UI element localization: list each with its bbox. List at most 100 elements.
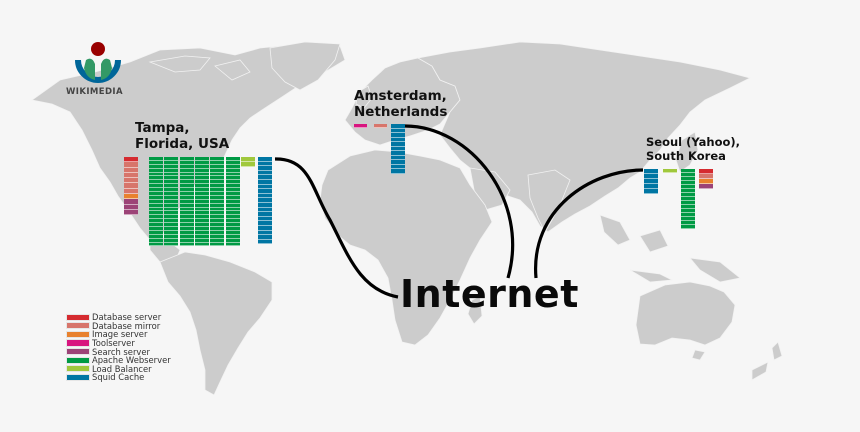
server-unit	[210, 219, 225, 224]
server-unit	[149, 157, 163, 161]
server-unit	[699, 184, 713, 189]
server-unit	[149, 184, 163, 189]
server-unit	[210, 199, 225, 204]
server-unit	[210, 192, 225, 196]
server-unit	[210, 172, 225, 177]
server-unit	[225, 215, 240, 220]
legend-item: Image server	[66, 330, 171, 339]
server-unit	[179, 230, 194, 235]
server-unit	[194, 199, 209, 204]
server-unit	[164, 219, 179, 224]
server-unit	[699, 179, 713, 184]
server-unit	[225, 164, 240, 169]
server-unit	[681, 217, 695, 221]
server-unit	[164, 215, 179, 220]
server-unit	[258, 198, 272, 203]
seoul-db-column	[699, 169, 713, 189]
server-unit	[225, 223, 240, 228]
amsterdam-squid-column	[391, 124, 405, 174]
server-unit	[258, 161, 272, 167]
server-unit	[124, 178, 138, 184]
server-unit	[210, 160, 225, 165]
server-unit	[681, 205, 695, 209]
server-unit	[164, 195, 179, 200]
server-unit	[149, 176, 163, 181]
greenland	[269, 41, 341, 91]
server-unit	[210, 176, 225, 181]
server-unit	[681, 169, 695, 173]
server-unit	[124, 183, 138, 189]
server-unit	[124, 162, 138, 168]
server-unit	[210, 211, 225, 216]
server-unit	[194, 238, 209, 243]
server-unit	[149, 180, 163, 185]
server-unit	[258, 170, 272, 176]
server-unit	[681, 221, 695, 225]
server-unit	[258, 166, 272, 171]
server-unit	[194, 195, 209, 200]
server-unit	[179, 227, 194, 231]
server-unit	[179, 238, 194, 243]
server-unit	[258, 157, 272, 162]
server-unit	[699, 174, 713, 179]
server-unit	[179, 160, 194, 165]
server-unit	[210, 168, 225, 173]
server-unit	[258, 239, 272, 245]
server-unit	[391, 164, 405, 169]
server-unit	[241, 157, 255, 162]
server-unit	[241, 162, 255, 167]
server-unit	[124, 167, 138, 173]
server-unit	[179, 164, 194, 169]
site-label-seoul: Seoul (Yahoo), South Korea	[646, 135, 741, 163]
server-unit	[681, 189, 695, 193]
server-unit	[225, 192, 240, 196]
amsterdam-toolserver	[354, 124, 367, 128]
server-unit	[210, 223, 225, 228]
server-unit	[391, 169, 405, 174]
server-unit	[210, 164, 225, 169]
legend-swatch-image-server	[66, 330, 90, 339]
server-unit	[194, 234, 209, 239]
site-label-amsterdam: Amsterdam, Netherlands	[354, 88, 448, 120]
server-unit	[681, 173, 695, 177]
server-unit	[210, 157, 225, 161]
server-unit	[225, 203, 240, 208]
server-unit	[225, 230, 240, 235]
server-unit	[164, 184, 179, 189]
server-unit	[179, 192, 194, 196]
server-unit	[164, 199, 179, 204]
server-unit	[164, 192, 179, 196]
server-unit	[164, 230, 179, 235]
server-unit	[124, 188, 138, 195]
server-unit	[210, 180, 225, 185]
legend-item: Database server	[66, 313, 171, 322]
server-unit	[194, 215, 209, 220]
server-unit	[149, 234, 163, 239]
server-unit	[164, 168, 179, 173]
server-unit	[225, 160, 240, 165]
server-unit	[194, 184, 209, 189]
legend-item: Toolserver	[66, 339, 171, 348]
server-unit	[164, 164, 179, 169]
server-unit	[149, 238, 163, 243]
legend-swatch-squid	[66, 373, 90, 382]
legend-item: Search server	[66, 347, 171, 356]
legend-item: Database mirror	[66, 322, 171, 331]
tampa-apache-column	[225, 157, 240, 247]
tampa-db-column	[124, 157, 138, 216]
legend-swatch-search-server	[66, 348, 90, 356]
server-unit	[164, 176, 179, 181]
server-unit	[194, 160, 209, 165]
server-unit	[681, 193, 695, 197]
server-unit	[164, 242, 179, 247]
server-unit	[374, 124, 387, 128]
legend-item: Apache Webserver	[66, 356, 171, 365]
server-unit	[194, 242, 209, 247]
legend-swatch-load-balancer	[66, 365, 90, 373]
server-unit	[149, 227, 163, 231]
server-unit	[179, 199, 194, 204]
server-unit	[210, 230, 225, 235]
server-unit	[164, 211, 179, 216]
